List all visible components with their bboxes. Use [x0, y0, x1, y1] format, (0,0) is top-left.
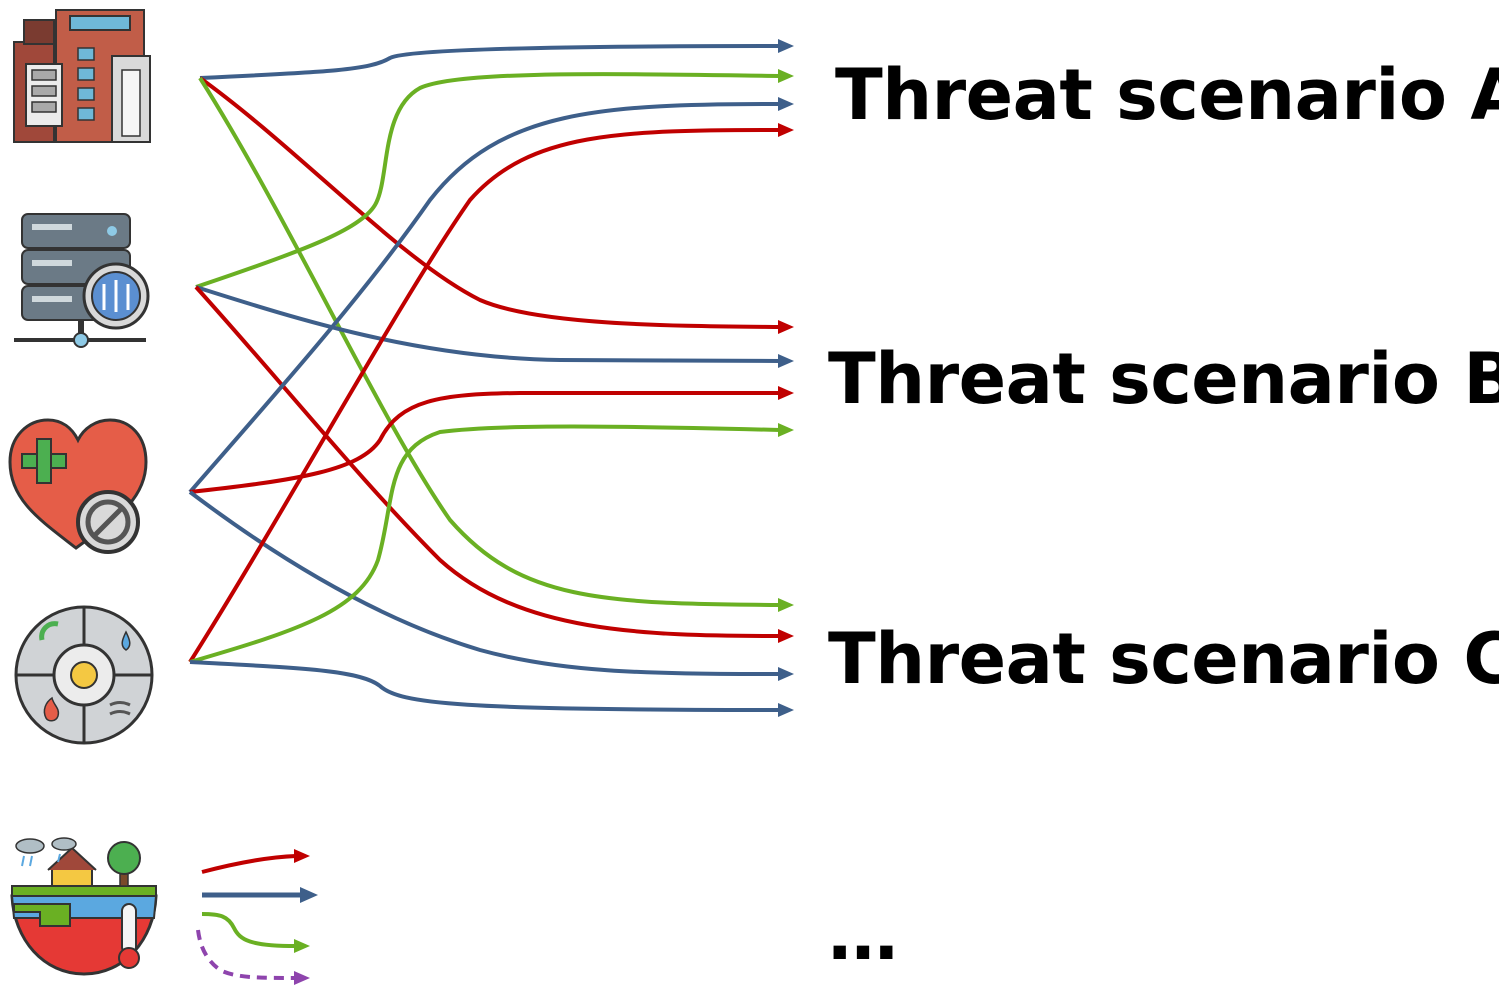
- connector-health-red-b: [189, 391, 780, 494]
- threat-scenario-c-label: Threat scenario C: [828, 618, 1499, 700]
- arrowhead: [778, 97, 794, 111]
- connector-health-blue-a: [188, 102, 781, 494]
- arrowhead: [778, 320, 794, 334]
- arrowhead: [778, 123, 794, 137]
- threat-scenario-a-label: Threat scenario A: [835, 54, 1499, 136]
- connector-building-green-c: [198, 76, 781, 607]
- connector-env-blue-c: [189, 660, 781, 712]
- connector-env-green-b: [189, 424, 781, 664]
- server-network-icon: [14, 213, 150, 348]
- connector-building-blue-a: [199, 44, 781, 80]
- arrowhead: [294, 939, 310, 953]
- environment-elements-icon: [14, 605, 154, 745]
- connector-server-red-c: [194, 285, 781, 638]
- more-scenarios-ellipsis: …: [828, 894, 898, 976]
- connector-health-blue-c: [188, 490, 781, 676]
- mini-arrows: [196, 849, 318, 985]
- connector-server-green-a: [195, 72, 781, 289]
- arrowhead: [778, 629, 794, 643]
- connector-server-blue-b: [195, 285, 781, 363]
- arrowhead: [778, 598, 794, 612]
- arrowhead: [778, 667, 794, 681]
- arrowhead: [778, 386, 794, 400]
- mini-arrow-red: [201, 854, 297, 874]
- arrowhead: [778, 354, 794, 368]
- arrowhead: [294, 849, 310, 863]
- arrowhead: [778, 69, 794, 83]
- arrowhead: [778, 423, 794, 437]
- connector-env-red-a: [188, 128, 781, 664]
- mini-arrow-green: [201, 912, 297, 948]
- health-heart-blocked-icon: [8, 418, 148, 554]
- arrowhead: [300, 887, 318, 903]
- mini-arrow-purple-dashed: [196, 929, 297, 980]
- arrowhead: [294, 971, 310, 985]
- connector-lines: [188, 39, 794, 717]
- threat-scenario-b-label: Threat scenario B: [828, 338, 1499, 420]
- city-building-icon: [13, 9, 151, 143]
- arrowhead: [778, 703, 794, 717]
- connector-building-red-b: [198, 76, 781, 329]
- climate-landscape-icon: [10, 837, 158, 976]
- arrowhead: [778, 39, 794, 53]
